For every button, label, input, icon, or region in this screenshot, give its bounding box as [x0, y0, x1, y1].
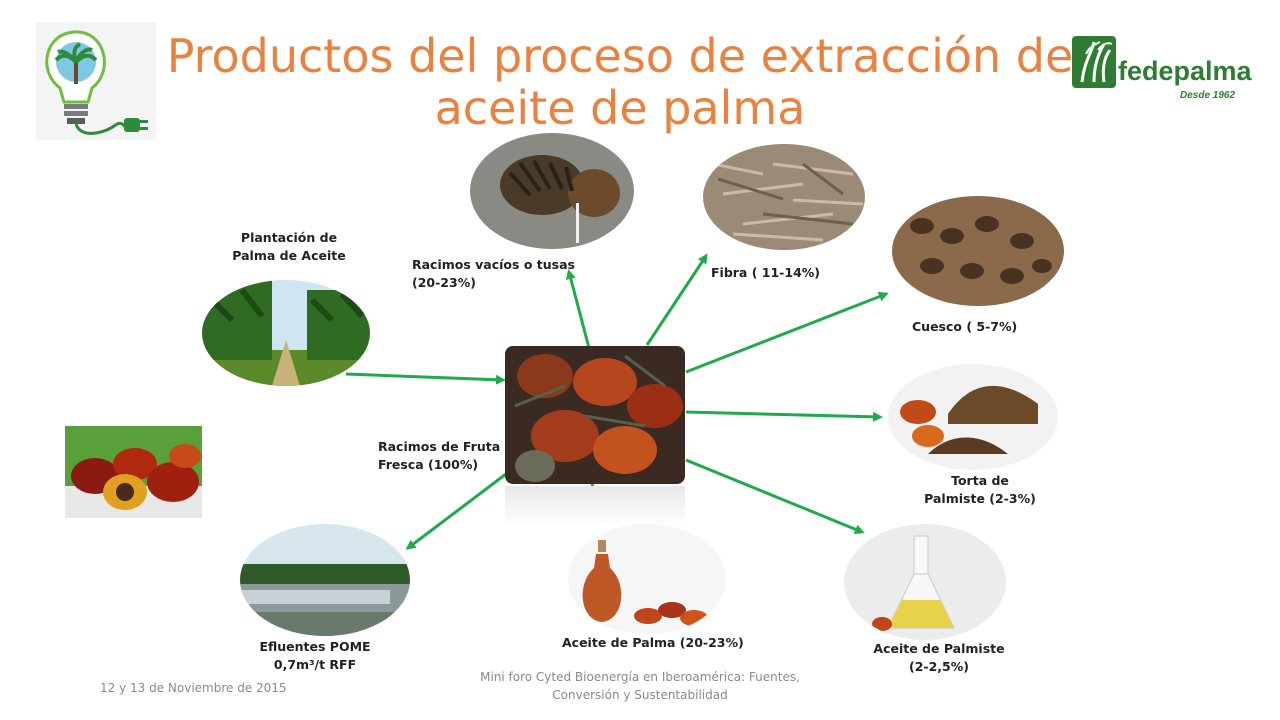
- label-aceite-palma: Aceite de Palma (20-23%): [562, 635, 744, 650]
- fresh-fruit-bunches-photo: [505, 346, 685, 484]
- label-aceite-palmiste: Aceite de Palmiste (2-2,5%): [873, 641, 1005, 674]
- footer-event: Mini foro Cyted Bioenergía en Iberoaméri…: [480, 670, 800, 702]
- fiber-photo: [703, 144, 865, 250]
- arrow-to-fiber: [645, 253, 708, 346]
- label-racimos-vacios: Racimos vacíos o tusas (20-23%): [412, 257, 575, 290]
- label-efluentes: Efluentes POME 0,7m³/t RFF: [259, 639, 371, 672]
- palm-fruits-photo: [65, 426, 202, 518]
- fedepalma-logo: fedepalma Desde 1962: [1068, 32, 1252, 106]
- arrow-to-kernel-oil: [685, 458, 865, 534]
- label-cuesco: Cuesco ( 5-7%): [912, 319, 1018, 334]
- palm-logo-icon: [1072, 36, 1116, 88]
- label-racimos-fruta: Racimos de Fruta Fresca (100%): [378, 439, 501, 472]
- logo-tagline: Desde 1962: [1180, 90, 1236, 101]
- arrow-to-kernel-cake: [685, 410, 883, 422]
- bunches-reflection: [505, 486, 685, 526]
- kernel-oil-photo: [844, 524, 1006, 640]
- palm-oil-photo: [568, 524, 726, 634]
- shell-photo: [892, 196, 1064, 306]
- label-fibra: Fibra ( 11-14%): [711, 265, 821, 280]
- plantation-photo: [202, 280, 370, 386]
- kernel-cake-photo: [888, 364, 1058, 470]
- slide-title: Productos del proceso de extracción de a…: [120, 30, 1120, 134]
- plug-icon: [124, 118, 148, 132]
- arrow-plantation-to-bunches: [345, 372, 506, 385]
- arrow-to-empty-bunches: [565, 269, 591, 349]
- arrow-to-effluents: [405, 472, 507, 550]
- effluents-photo: [240, 524, 410, 636]
- label-plantacion: Plantación de Palma de Aceite: [232, 230, 346, 263]
- title-line-1: Productos del proceso de extracción de: [166, 29, 1074, 83]
- lightbulb-palm-icon: [36, 22, 156, 140]
- title-line-2: aceite de palma: [434, 81, 806, 135]
- arrow-to-shell: [685, 291, 889, 374]
- empty-bunches-photo: [470, 133, 634, 249]
- logo-name: fedepalma: [1118, 56, 1252, 86]
- label-torta-palmiste: Torta de Palmiste (2-3%): [924, 473, 1036, 506]
- footer-date: 12 y 13 de Noviembre de 2015: [100, 681, 287, 695]
